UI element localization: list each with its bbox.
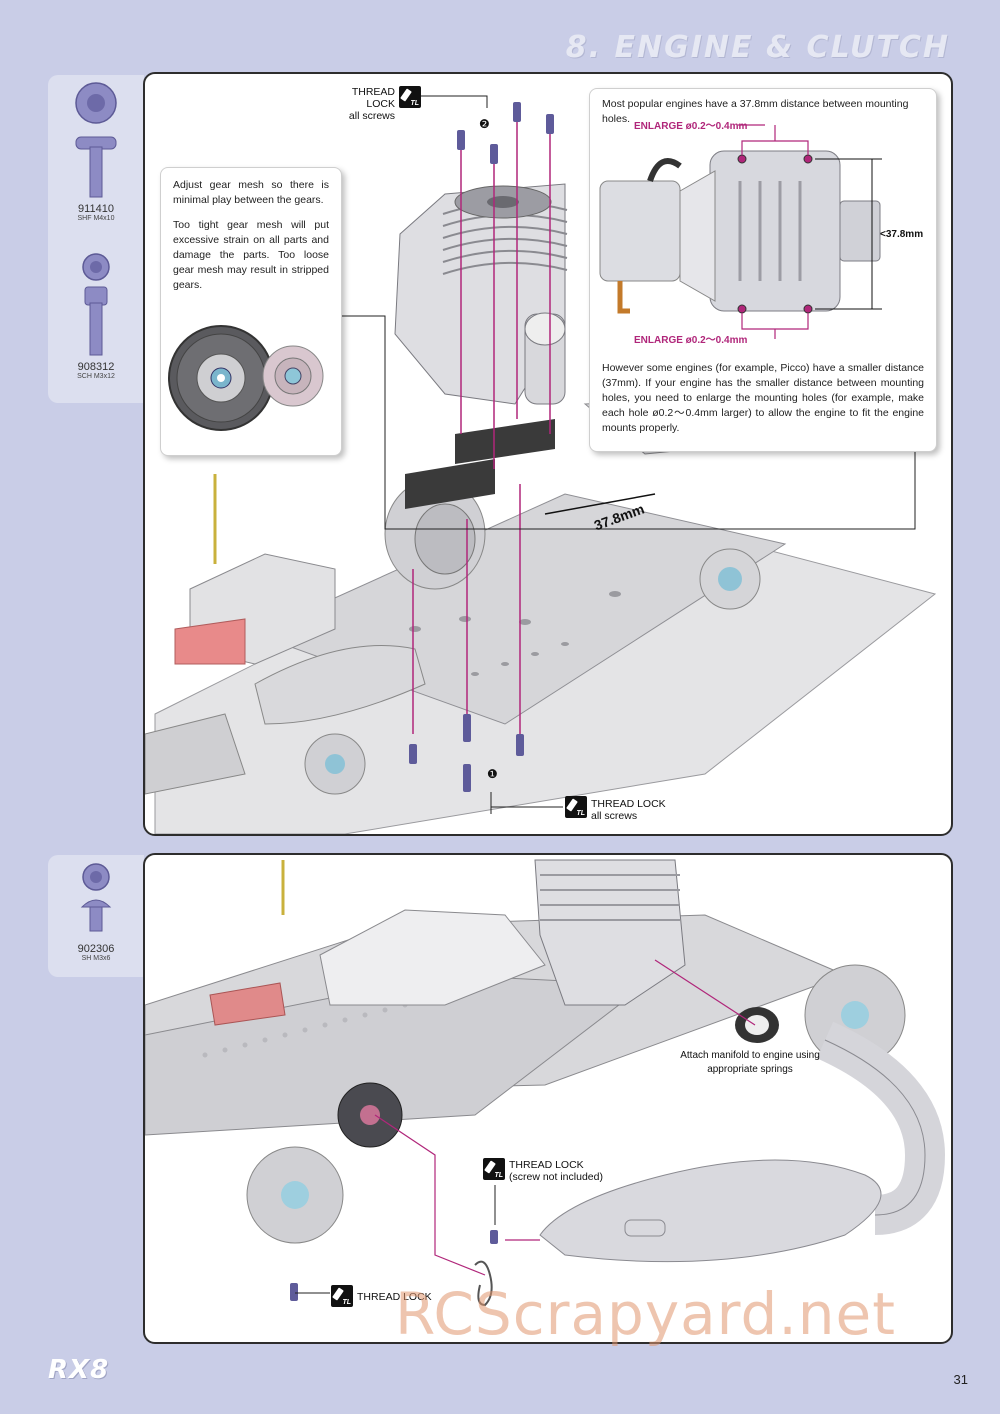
thread-lock-icon: TL <box>331 1285 353 1307</box>
step-number-1: ❶ <box>487 767 498 781</box>
thread-lock-title: THREAD LOCK <box>351 86 395 110</box>
thread-lock-sub: all screws <box>591 810 638 822</box>
engine-note-intro: Most popular engines have a 37.8mm dista… <box>602 98 909 125</box>
screw-icons <box>80 863 112 932</box>
engine-side-view <box>599 124 882 339</box>
rx8-logo: RX8 <box>48 1355 110 1385</box>
thread-lock-label-b: THREAD LOCK <box>357 1291 432 1303</box>
step-number-2: ❷ <box>479 117 490 131</box>
manifold-note: Attach manifold to engine using appropri… <box>680 1050 820 1075</box>
gear-note-p2: Too tight gear mesh will put excessive s… <box>173 219 329 291</box>
enlarge-label-top: ENLARGE ø0.2～0.4mm <box>634 121 748 132</box>
thread-lock-label-top: THREAD LOCK all screws <box>333 86 395 122</box>
thread-lock-icon: TL <box>399 86 421 108</box>
step-panel-exhaust: Attach manifold to engine using appropri… <box>143 853 953 1344</box>
thread-lock-title: THREAD LOCK <box>591 798 666 810</box>
step-panel-engine-mount: THREAD LOCK all screws TL ❷ Adjust gear … <box>143 72 953 836</box>
hardware-sidebar-top: 911410 SHF M4x10 908312 SCH M3x12 <box>48 75 144 403</box>
enlarge-label-bottom: ENLARGE ø0.2～0.4mm <box>634 335 748 346</box>
watermark: RCScrapyard.net <box>395 1280 896 1348</box>
gear-mesh-illustration <box>168 325 324 431</box>
thread-lock-label-screw-not-included: THREAD LOCK (screw not included) <box>509 1159 603 1183</box>
engine-mount-note: Most popular engines have a 37.8mm dista… <box>589 88 937 452</box>
part-desc: SH M3x6 <box>81 955 111 962</box>
thread-lock-sub: (screw not included) <box>509 1171 603 1183</box>
part-911410: 911410 SHF M4x10 <box>48 203 144 222</box>
tl-text: TL <box>494 1172 503 1179</box>
thread-lock-sub: all screws <box>348 110 395 122</box>
tl-text: TL <box>576 810 585 817</box>
part-code: 911410 <box>78 203 114 215</box>
tl-text: TL <box>342 1299 351 1306</box>
hardware-sidebar-bottom: 902306 SH M3x6 <box>48 855 144 977</box>
exhaust-assembly-illustration <box>145 859 946 1307</box>
tl-text: TL <box>410 100 419 107</box>
screw-icons <box>75 82 117 356</box>
thread-lock-label-bottom: THREAD LOCK all screws <box>591 798 666 822</box>
part-908312: 908312 SCH M3x12 <box>48 361 144 380</box>
part-desc: SHF M4x10 <box>77 215 115 222</box>
section-title: 8. ENGINE & CLUTCH <box>565 30 950 65</box>
distance-label: <37.8mm <box>880 229 924 240</box>
thread-lock-title: THREAD LOCK <box>509 1159 584 1171</box>
thread-lock-icon: TL <box>565 796 587 818</box>
part-code: 902306 <box>77 943 115 955</box>
part-902306: 902306 SH M3x6 <box>48 943 144 962</box>
part-code: 908312 <box>77 361 115 373</box>
engine-note-body: However some engines (for example, Picco… <box>602 362 924 434</box>
part-desc: SCH M3x12 <box>77 373 115 380</box>
gear-note-p1: Adjust gear mesh so there is minimal pla… <box>173 179 329 206</box>
page-number: 31 <box>953 1372 968 1387</box>
gear-mesh-note: Adjust gear mesh so there is minimal pla… <box>160 167 342 456</box>
thread-lock-icon: TL <box>483 1158 505 1180</box>
